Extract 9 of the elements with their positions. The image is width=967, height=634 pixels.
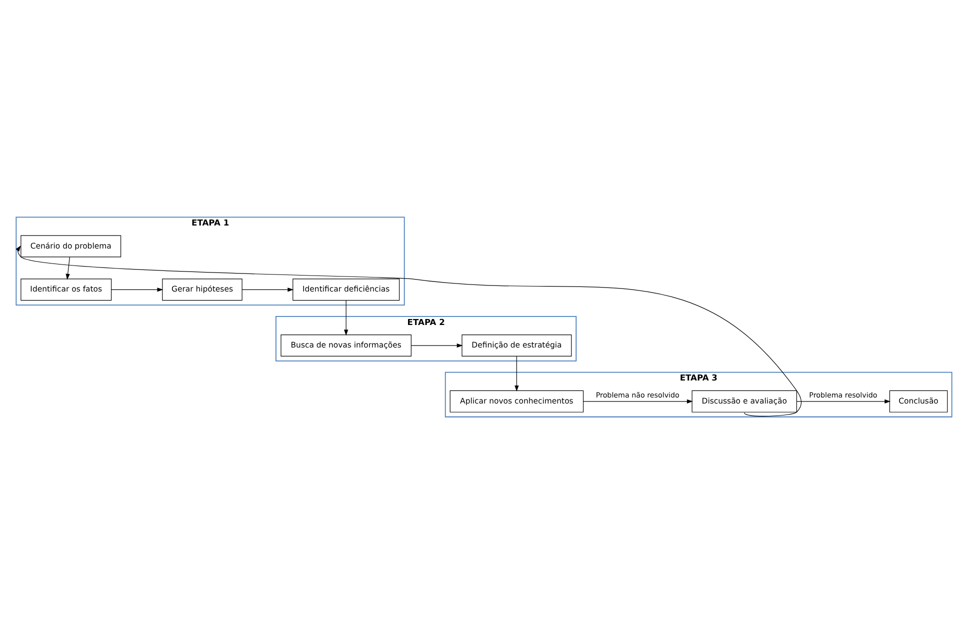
- arrow: [241, 288, 294, 292]
- arrow: [796, 399, 890, 404]
- arrow: [65, 256, 70, 280]
- arrow: [514, 356, 518, 392]
- arrow: [344, 300, 348, 336]
- arrow: [15, 246, 802, 416]
- arrow: [582, 399, 692, 404]
- arrow: [110, 288, 163, 292]
- arrow: [410, 343, 462, 348]
